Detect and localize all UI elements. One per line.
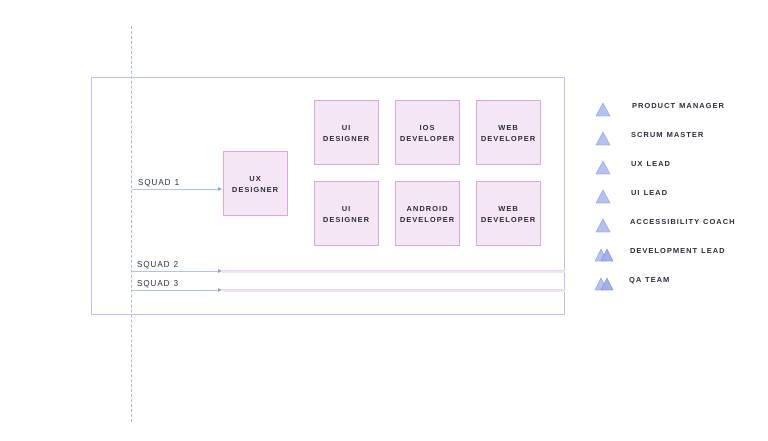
role-ui-designer-bottom-label: UI DESIGNER [322, 203, 371, 224]
role-web-developer-bottom: WEB DEVELOPER [476, 181, 541, 246]
squad-1-arrow-line [132, 189, 218, 190]
squad-2-arrow-head [218, 268, 222, 273]
legend-label-scrum-master: SCRUM MASTER [631, 130, 705, 139]
role-ux-designer-label: UX DESIGNER [231, 173, 280, 194]
role-ui-designer-top: UI DESIGNER [314, 100, 379, 165]
triangle-icon [595, 218, 611, 233]
role-ui-designer-bottom: UI DESIGNER [314, 181, 379, 246]
squad-2-band [222, 270, 565, 273]
squad-3-arrow-head [218, 287, 222, 292]
double-triangle-icon [594, 277, 614, 291]
squad-3-arrow-line [132, 290, 218, 291]
triangle-icon [595, 131, 611, 146]
squad-3-band [222, 289, 565, 292]
triangle-icon [595, 160, 611, 175]
legend-label-qa-team: QA TEAM [629, 275, 671, 284]
role-ios-developer-label: IOS DEVELOPER [399, 122, 456, 143]
role-ui-designer-top-label: UI DESIGNER [322, 122, 371, 143]
organization-frame [91, 77, 565, 315]
double-triangle-icon [594, 248, 614, 262]
triangle-icon [595, 189, 611, 204]
legend-label-product-manager: PRODUCT MANAGER [632, 101, 725, 110]
role-web-developer-top-label: WEB DEVELOPER [480, 122, 537, 143]
timeline-axis [131, 26, 132, 422]
triangle-icon [595, 102, 611, 117]
role-web-developer-bottom-label: WEB DEVELOPER [480, 203, 537, 224]
legend-label-ux-lead: UX LEAD [631, 159, 671, 168]
squad-2-arrow-line [132, 271, 218, 272]
legend-label-ui-lead: UI LEAD [631, 188, 668, 197]
role-android-developer: ANDROID DEVELOPER [395, 181, 460, 246]
squad-3-label: SQUAD 3 [137, 279, 180, 288]
squad-2-label: SQUAD 2 [137, 260, 180, 269]
role-web-developer-top: WEB DEVELOPER [476, 100, 541, 165]
role-ux-designer: UX DESIGNER [223, 151, 288, 216]
legend-label-accessibility-coach: ACCESSIBILITY COACH [630, 217, 736, 226]
squad-1-arrow-head [218, 186, 222, 191]
role-ios-developer: IOS DEVELOPER [395, 100, 460, 165]
role-android-developer-label: ANDROID DEVELOPER [399, 203, 456, 224]
legend-label-development-lead: DEVELOPMENT LEAD [630, 246, 726, 255]
squad-1-label: SQUAD 1 [138, 178, 181, 187]
